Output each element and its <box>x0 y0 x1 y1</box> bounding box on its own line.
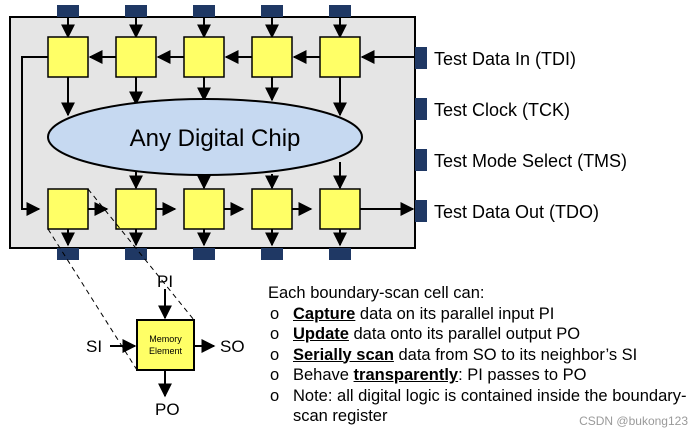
list-item: o Note: all digital logic is contained in… <box>268 386 693 427</box>
pin <box>261 5 283 17</box>
si-label: SI <box>86 337 102 356</box>
memory-element <box>136 319 195 371</box>
boundary-scan-cell <box>47 188 89 230</box>
pin <box>329 5 351 17</box>
tms-pin <box>415 149 427 171</box>
boundary-scan-cell <box>319 36 361 78</box>
pin <box>193 5 215 17</box>
capability-text: data on its parallel input PI <box>355 304 555 323</box>
capabilities-list: o Capture data on its parallel input PI o… <box>268 304 693 427</box>
list-item: o Behave transparently: PI passes to PO <box>268 365 693 386</box>
list-item: o Serially scan data from SO to its neigh… <box>268 345 693 366</box>
bottom-cells <box>47 188 361 230</box>
list-item: o Capture data on its parallel input PI <box>268 304 693 325</box>
boundary-scan-cell <box>183 188 225 230</box>
boundary-scan-cell <box>251 188 293 230</box>
pin <box>125 248 147 260</box>
right-pins <box>415 47 427 222</box>
boundary-scan-cell <box>183 36 225 78</box>
pi-label: PI <box>157 272 173 291</box>
list-item: o Update data onto its parallel output PO <box>268 324 693 345</box>
capability-keyword: Capture <box>293 304 356 323</box>
po-label: PO <box>155 400 180 419</box>
tdo-label: Test Data Out (TDO) <box>434 202 599 222</box>
watermark: CSDN @bukong123 <box>579 414 688 428</box>
note-text: Note: all digital logic is contained ins… <box>293 386 687 426</box>
tck-label: Test Clock (TCK) <box>434 100 570 120</box>
memory-label: Memory <box>149 334 182 344</box>
top-cells <box>47 36 361 78</box>
bullet: o <box>270 304 280 323</box>
top-pin-arrows <box>61 17 347 39</box>
bullet: o <box>270 366 280 384</box>
tck-pin <box>415 98 427 120</box>
tdo-pin <box>415 200 427 222</box>
boundary-scan-cell <box>47 36 89 78</box>
cell-detail-arrows <box>110 289 216 398</box>
pin <box>193 248 215 260</box>
pin <box>57 5 79 17</box>
capability-keyword: transparently <box>353 366 459 384</box>
capability-text: data from SO to its neighbor’s SI <box>393 345 638 364</box>
bottom-pins <box>57 248 351 260</box>
capability-prefix: Behave <box>293 366 354 384</box>
capabilities-description: Each boundary-scan cell can: o Capture da… <box>268 283 693 427</box>
boundary-scan-cell <box>251 36 293 78</box>
so-label: SO <box>220 337 245 356</box>
pin <box>57 248 79 260</box>
boundary-scan-cell <box>115 188 157 230</box>
top-pins <box>57 5 351 17</box>
capability-keyword: Update <box>293 325 349 343</box>
bullet: o <box>270 325 280 343</box>
pin <box>261 248 283 260</box>
tms-label: Test Mode Select (TMS) <box>434 151 627 171</box>
description-heading: Each boundary-scan cell can: <box>268 284 485 302</box>
tdi-label: Test Data In (TDI) <box>434 49 576 69</box>
chip-core-label: Any Digital Chip <box>130 125 301 152</box>
pin <box>125 5 147 17</box>
bottom-cell-to-pin <box>61 229 347 247</box>
chip-to-bottom-cell <box>129 162 347 190</box>
element-label: Element <box>149 346 183 356</box>
bullet: o <box>270 386 280 405</box>
capability-text: data onto its parallel output PO <box>348 325 581 343</box>
top-cell-to-chip <box>61 77 347 117</box>
tdi-pin <box>415 47 427 69</box>
bullet: o <box>270 345 280 364</box>
chip-core-ellipse <box>47 98 363 176</box>
boundary-scan-cell <box>115 36 157 78</box>
capability-text: : PI passes to PO <box>458 366 587 384</box>
scan-chain-left <box>21 56 48 216</box>
boundary-scan-cell <box>319 188 361 230</box>
pin <box>329 248 351 260</box>
capability-keyword: Serially scan <box>293 345 394 364</box>
